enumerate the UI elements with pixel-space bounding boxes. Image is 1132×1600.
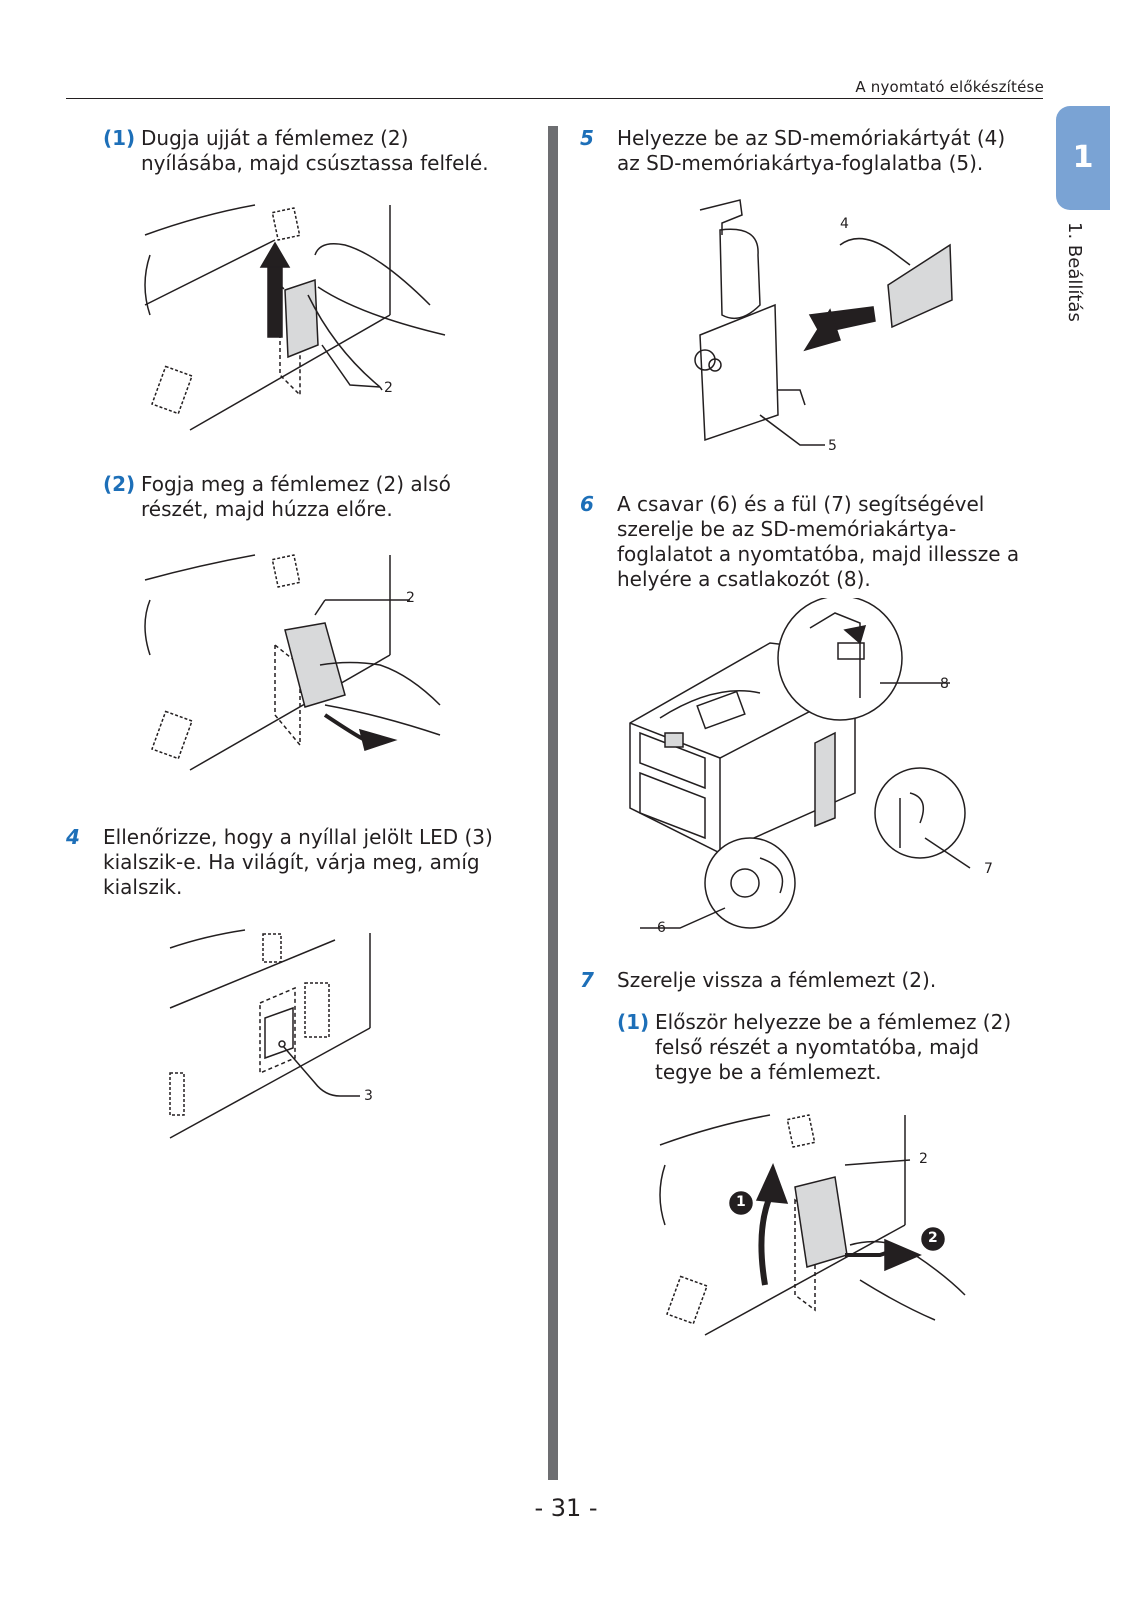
step-badge-1: 1 xyxy=(736,1194,746,1210)
callout-8: 8 xyxy=(940,676,949,692)
step-1-2: (2) Fogja meg a fémlemez (2) alsó részét… xyxy=(103,472,543,522)
step-text-line: Fogja meg a fémlemez (2) alsó xyxy=(141,472,451,496)
callout-5: 5 xyxy=(828,438,837,454)
step-text-line: foglalatot a nyomtatóba, majd illessze a xyxy=(617,542,1020,566)
callout-2: 2 xyxy=(384,380,393,396)
step-5: 5 Helyezze be az SD-memóriakártyát (4) a… xyxy=(580,126,1050,176)
callout-6: 6 xyxy=(657,920,666,936)
callout-3: 3 xyxy=(364,1088,373,1104)
step-7: 7 Szerelje vissza a fémlemezt (2). xyxy=(580,968,1050,993)
step-badge-2: 2 xyxy=(928,1230,938,1246)
step-marker: 4 xyxy=(66,825,80,849)
step-4: 4 Ellenőrizze, hogy a nyíllal jelölt LED… xyxy=(66,825,546,900)
figure-sd-card-insert xyxy=(694,199,953,446)
step-6: 6 A csavar (6) és a fül (7) segítségével… xyxy=(580,492,1050,592)
running-header: A nyomtató előkészítése xyxy=(855,78,1044,96)
step-text-line: kialszik. xyxy=(103,875,183,899)
step-text-line: nyílásába, majd csúsztassa felfelé. xyxy=(141,151,489,175)
step-marker: (2) xyxy=(103,472,136,496)
chapter-number: 1 xyxy=(1072,140,1094,175)
step-text-line: az SD-memóriakártya-foglalatba (5). xyxy=(617,151,984,175)
column-divider xyxy=(548,126,558,1480)
step-marker: 6 xyxy=(580,492,594,516)
step-text-line: Először helyezze be a fémlemez (2) xyxy=(655,1010,1012,1034)
callout-4: 4 xyxy=(840,216,849,232)
step-7-1: (1) Először helyezze be a fémlemez (2) f… xyxy=(617,1010,1047,1085)
figure-led-check xyxy=(169,929,371,1139)
page-number: - 31 - xyxy=(534,1494,598,1522)
step-text-line: A csavar (6) és a fül (7) segítségével xyxy=(617,492,985,516)
figure-install-sd-holder xyxy=(629,598,971,929)
step-text-line: Dugja ujját a fémlemez (2) xyxy=(141,126,409,150)
callout-2: 2 xyxy=(406,590,415,606)
figure-slide-plate-up xyxy=(144,204,446,431)
step-marker: (1) xyxy=(617,1010,650,1034)
step-marker: (1) xyxy=(103,126,136,150)
chapter-label: 1. Beállítás xyxy=(1064,222,1085,322)
step-text-line: Helyezze be az SD-memóriakártyát (4) xyxy=(617,126,1006,150)
step-text-line: felső részét a nyomtatóba, majd xyxy=(655,1035,980,1059)
step-text-line: szerelje be az SD-memóriakártya- xyxy=(617,517,957,541)
step-text-line: részét, majd húzza előre. xyxy=(141,497,393,521)
step-text-line: Szerelje vissza a fémlemezt (2). xyxy=(617,968,937,992)
step-text-line: kialszik-e. Ha világít, várja meg, amíg xyxy=(103,850,480,874)
step-marker: 7 xyxy=(580,968,594,992)
callout-2: 2 xyxy=(919,1151,928,1167)
callout-7: 7 xyxy=(984,861,993,877)
figure-reinstall-plate xyxy=(659,1114,966,1336)
step-marker: 5 xyxy=(580,126,594,150)
step-text-line: tegye be a fémlemezt. xyxy=(655,1060,882,1084)
chapter-tab[interactable]: 1 xyxy=(1056,106,1110,210)
step-1-1: (1) Dugja ujját a fémlemez (2) nyílásába… xyxy=(103,126,543,176)
step-text-line: Ellenőrizze, hogy a nyíllal jelölt LED (… xyxy=(103,825,493,849)
header-rule xyxy=(66,98,1043,99)
step-text-line: helyére a csatlakozót (8). xyxy=(617,567,871,591)
figure-pull-plate-forward xyxy=(144,554,441,771)
